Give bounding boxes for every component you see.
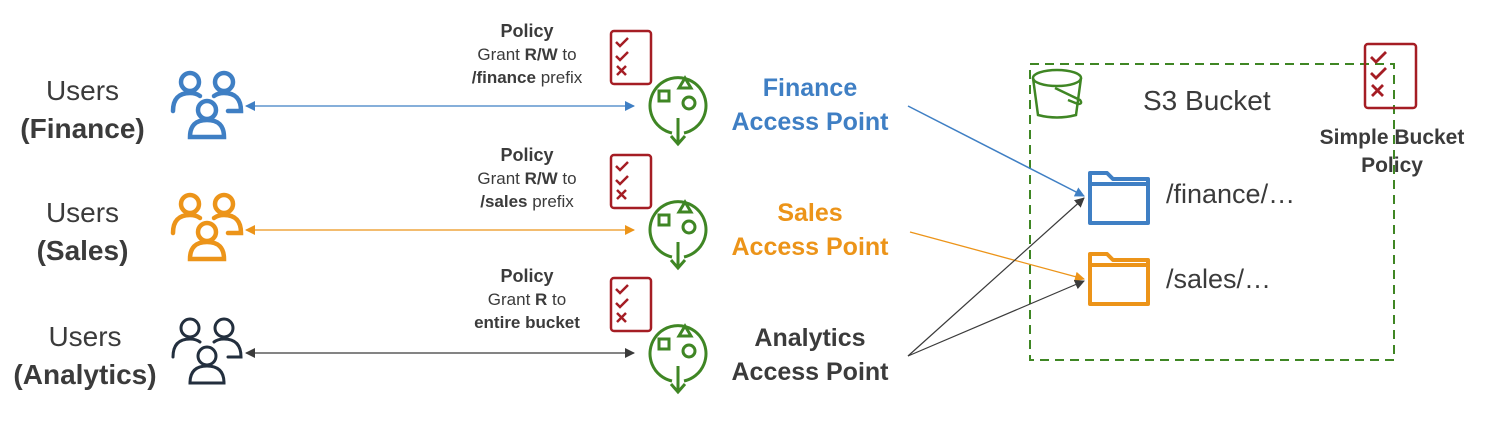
policy-sales: Policy Grant R/W to /sales prefix bbox=[432, 144, 622, 213]
access-point-icon bbox=[648, 75, 708, 147]
policy-checklist-icon bbox=[609, 276, 653, 333]
policy-text: prefix bbox=[527, 192, 574, 211]
s3-bucket-boundary bbox=[1029, 63, 1395, 361]
connection-sales-folder bbox=[909, 231, 1085, 282]
policy-text-bold: R/W bbox=[524, 45, 558, 64]
access-point-label-line2: Access Point bbox=[731, 358, 889, 386]
access-point-finance: Finance Access Point bbox=[710, 71, 910, 139]
policy-text: to bbox=[557, 45, 577, 64]
policy-analytics: Policy Grant R to entire bucket bbox=[432, 265, 622, 334]
user-label-group: (Sales) bbox=[36, 235, 129, 266]
policy-finance: Policy Grant R/W to /finance prefix bbox=[432, 20, 622, 89]
policy-text-bold: entire bucket bbox=[474, 313, 580, 332]
s3-bucket-icon bbox=[1031, 68, 1083, 119]
policy-text: prefix bbox=[535, 68, 583, 87]
policy-text-bold: /finance bbox=[471, 68, 536, 87]
policy-title: Policy bbox=[500, 145, 554, 165]
policy-text: to bbox=[557, 169, 577, 188]
policy-text: Grant bbox=[487, 290, 536, 309]
bucket-policy-line1: Simple Bucket bbox=[1319, 126, 1465, 149]
user-group-analytics: Users (Analytics) bbox=[0, 318, 170, 394]
access-point-sales: Sales Access Point bbox=[710, 196, 910, 264]
policy-checklist-icon bbox=[609, 29, 653, 86]
folder-label-finance: /finance/… bbox=[1166, 179, 1296, 209]
access-point-label-line1: Finance bbox=[762, 74, 858, 102]
access-point-label-line2: Access Point bbox=[731, 233, 889, 261]
access-point-label-line2: Access Point bbox=[731, 108, 889, 136]
users-icon bbox=[170, 192, 244, 262]
policy-text: to bbox=[547, 290, 567, 309]
access-point-icon bbox=[648, 323, 708, 395]
bucket-policy-label: Simple Bucket Policy bbox=[1302, 124, 1482, 180]
policy-text-bold: R/W bbox=[524, 169, 558, 188]
bucket-policy-line2: Policy bbox=[1361, 154, 1423, 177]
policy-text-bold: /sales bbox=[480, 192, 528, 211]
connection-analytics-finance-folder bbox=[907, 197, 1085, 357]
connection-analytics-sales-folder bbox=[907, 279, 1085, 357]
access-point-label-line1: Analytics bbox=[754, 324, 866, 352]
user-label-group: (Finance) bbox=[20, 113, 145, 144]
policy-text: Grant bbox=[477, 45, 525, 64]
user-label-group: (Analytics) bbox=[13, 359, 157, 390]
bucket-policy-checklist-icon bbox=[1363, 42, 1418, 110]
access-point-icon bbox=[648, 199, 708, 271]
policy-title: Policy bbox=[500, 21, 554, 41]
user-group-finance: Users (Finance) bbox=[0, 72, 165, 148]
user-label-name: Users bbox=[48, 321, 122, 352]
user-group-sales: Users (Sales) bbox=[0, 194, 165, 270]
policy-text-bold: R bbox=[535, 290, 548, 309]
user-label-name: Users bbox=[45, 197, 120, 228]
users-icon bbox=[171, 317, 243, 385]
bucket-title: S3 Bucket bbox=[1143, 85, 1271, 116]
users-icon bbox=[170, 70, 244, 140]
user-label-name: Users bbox=[45, 75, 120, 106]
policy-title: Policy bbox=[500, 266, 554, 286]
access-point-analytics: Analytics Access Point bbox=[710, 321, 910, 389]
policy-checklist-icon bbox=[609, 153, 653, 210]
connection-finance-folder bbox=[907, 105, 1085, 197]
policy-text: Grant bbox=[477, 169, 525, 188]
folder-icon bbox=[1088, 171, 1150, 225]
access-point-label-line1: Sales bbox=[777, 199, 843, 227]
folder-label-sales: /sales/… bbox=[1166, 264, 1272, 294]
folder-icon bbox=[1088, 252, 1150, 306]
